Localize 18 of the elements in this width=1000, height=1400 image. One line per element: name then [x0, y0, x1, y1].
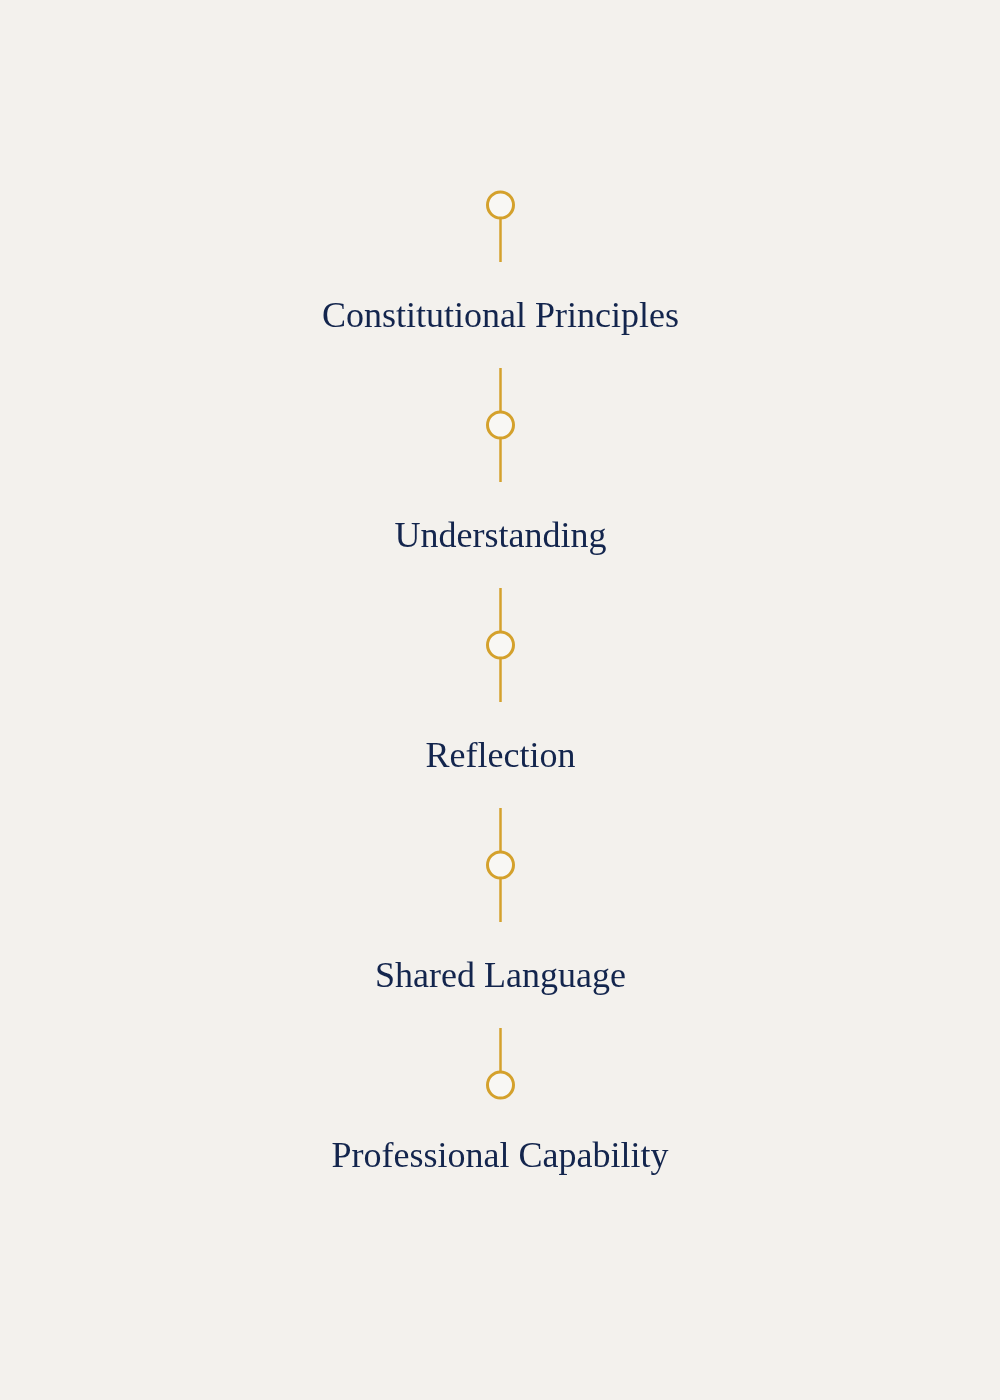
connector: [498, 588, 502, 632]
connector: [498, 438, 502, 482]
node-circle: [485, 850, 515, 880]
node-circle: [485, 190, 515, 220]
connector: [498, 808, 502, 852]
connector: [498, 878, 502, 922]
node-text: Constitutional Principles: [321, 295, 679, 335]
node-circle: [485, 410, 515, 440]
node-circle: [485, 630, 515, 660]
node-text: Shared Language: [374, 955, 626, 995]
node-text: Understanding: [394, 515, 606, 555]
connector: [498, 658, 502, 702]
step-label: Professional Capability: [331, 1134, 669, 1177]
node-text: Reflection: [425, 735, 575, 775]
node-circle: [485, 1070, 515, 1100]
connector: [498, 368, 502, 412]
connector: [498, 1028, 502, 1072]
connector: [498, 218, 502, 262]
